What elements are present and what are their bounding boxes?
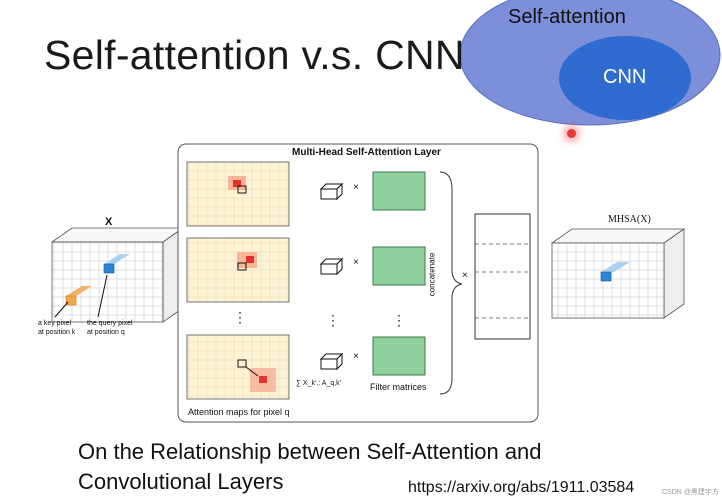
paper-caption: On the Relationship between Self-Attenti… — [78, 439, 542, 494]
times-symbol-out: × — [462, 270, 468, 281]
attention-map-1 — [186, 161, 290, 227]
input-label: X — [105, 216, 113, 228]
input-tensor — [50, 227, 185, 323]
cube-2 — [319, 257, 344, 276]
sum-label: ∑ X_k',: A_q,k' — [296, 380, 342, 387]
svg-text:⋮: ⋮ — [326, 312, 340, 328]
output-tensor — [550, 228, 686, 319]
cnn-ellipse — [559, 36, 691, 120]
attention-map-2 — [186, 237, 290, 303]
output-label: MHSA(X) — [608, 214, 651, 225]
self-attention-label: Self-attention — [508, 6, 626, 28]
laser-pointer-dot — [567, 129, 576, 138]
times-symbol-2: × — [353, 257, 359, 268]
key-pixel-label: a key pixel at position k — [38, 320, 76, 336]
filter-matrix-n — [372, 336, 426, 376]
slide-title: Self-attention v.s. CNN — [44, 32, 465, 78]
layer-title: Multi-Head Self-Attention Layer — [292, 147, 441, 158]
filter-matrix-2 — [372, 246, 426, 286]
cube-n — [319, 352, 344, 371]
concatenate-brace — [439, 171, 463, 395]
filter-matrices-label: Filter matrices — [370, 382, 427, 392]
venn-diagram — [459, 0, 721, 126]
times-symbol-1: × — [353, 182, 359, 193]
query-pixel-label: the query pixel at position q — [87, 320, 133, 336]
filter-matrix-1 — [372, 171, 426, 211]
concatenate-label: concatenate — [427, 252, 437, 297]
times-symbol-n: × — [353, 351, 359, 362]
output-weight-matrix — [474, 213, 531, 340]
watermark: CSDN @黑建宇方 — [662, 489, 719, 496]
attention-map-n — [186, 334, 290, 400]
mhsa-figure: ⋮ ⋮ ⋮ — [50, 143, 686, 423]
attention-maps-label: Attention maps for pixel q — [188, 407, 290, 417]
paper-link[interactable]: https://arxiv.org/abs/1911.03584 — [408, 479, 635, 496]
svg-text:⋮: ⋮ — [392, 312, 406, 328]
cnn-label: CNN — [603, 66, 647, 88]
cube-1 — [319, 182, 344, 201]
svg-text:⋮: ⋮ — [233, 309, 247, 325]
